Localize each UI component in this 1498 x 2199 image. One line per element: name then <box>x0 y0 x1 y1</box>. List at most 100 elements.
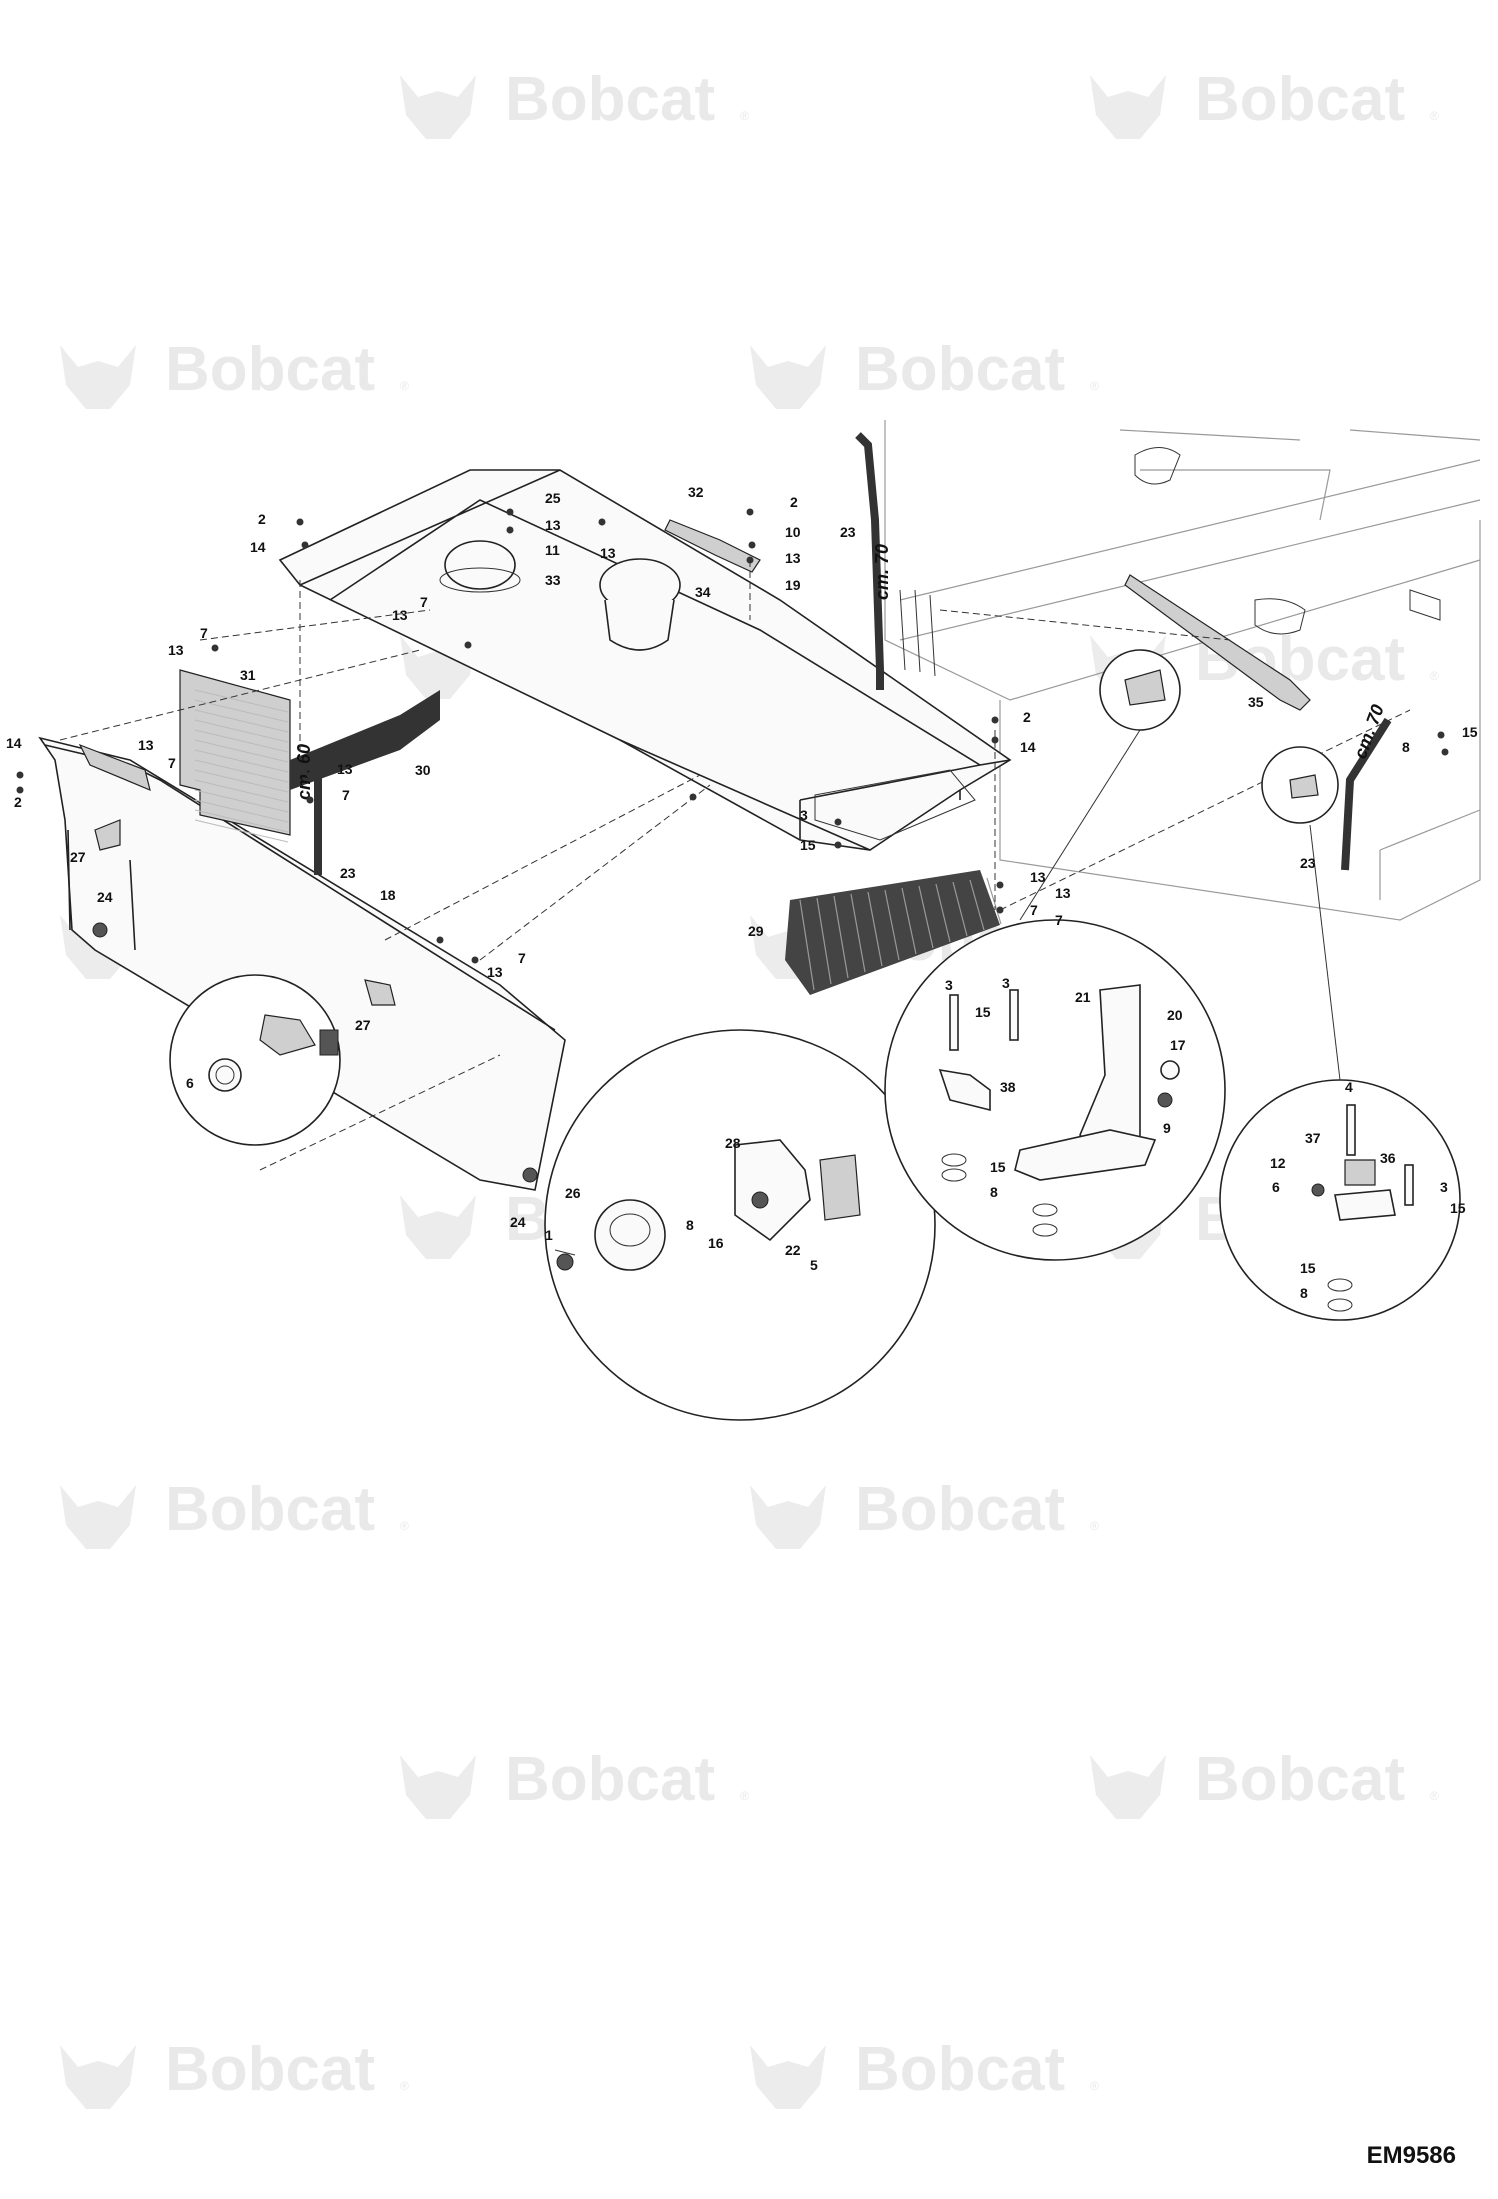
watermark-text: Bobcat <box>505 1745 715 1814</box>
watermark-logo: Bobcat ® <box>60 2035 409 2109</box>
bolt-icon <box>746 508 754 516</box>
rod-23-top-right: cm. 70 <box>855 432 892 690</box>
bolt-icon <box>16 771 24 779</box>
part-callout: 8 <box>1300 1285 1308 1301</box>
part-callout: 10 <box>785 524 801 540</box>
part-callout: 2 <box>790 494 798 510</box>
part-callout: 15 <box>990 1159 1006 1175</box>
bolt-icon <box>689 793 697 801</box>
part-callout: 26 <box>565 1185 581 1201</box>
part-callout: 14 <box>1020 739 1036 755</box>
svg-text:®: ® <box>740 1789 749 1803</box>
part-callout: 13 <box>785 550 801 566</box>
bolt-icon <box>996 906 1004 914</box>
part-callout: 15 <box>800 837 816 853</box>
watermark-text: Bobcat <box>1195 65 1405 134</box>
leader-detail-2 <box>1309 824 1341 1081</box>
part-callout: 3 <box>945 977 953 993</box>
part-callout: 37 <box>1305 1130 1321 1146</box>
bolt-icon <box>748 541 756 549</box>
knob-24-right <box>522 1167 538 1183</box>
knob-24-left <box>92 922 108 938</box>
part-callout: 12 <box>1270 1155 1286 1171</box>
watermark-text: Bobcat <box>165 2035 375 2104</box>
hinge-27-left <box>94 819 121 851</box>
svg-text:®: ® <box>400 2079 409 2093</box>
part-callout: 9 <box>1163 1120 1171 1136</box>
watermark-logo: Bobcat® <box>60 1475 409 1549</box>
part-callout: 7 <box>168 755 176 771</box>
bolt-icon <box>211 644 219 652</box>
part-callout: 3 <box>800 807 808 823</box>
bolt-icon <box>301 541 309 549</box>
part-callout: 3 <box>1440 1179 1448 1195</box>
part-callout: 22 <box>785 1242 801 1258</box>
detail-latch-small <box>169 974 341 1146</box>
part-callout: 16 <box>708 1235 724 1251</box>
part-callout: 13 <box>1030 869 1046 885</box>
part-callout: 11 <box>545 542 560 558</box>
bolt-icon <box>306 796 314 804</box>
bolt-icon <box>296 518 304 526</box>
part-callout: 8 <box>1402 739 1410 755</box>
svg-text:®: ® <box>1090 1519 1099 1533</box>
watermark-text: Bobcat <box>1195 1745 1405 1814</box>
watermark-logo: Bobcat ® <box>400 1745 749 1819</box>
watermark-text: Bobcat <box>855 335 1065 404</box>
part-callout: 7 <box>1030 902 1038 918</box>
part-callout: 13 <box>138 737 154 753</box>
grille-29-lines <box>799 877 1002 991</box>
bracket-32 <box>664 519 761 573</box>
part-callout: 13 <box>392 607 408 623</box>
bolt-icon <box>306 771 314 779</box>
bolt-icon <box>1441 748 1449 756</box>
part-callout: 15 <box>975 1004 991 1020</box>
watermark-text: Bobcat <box>505 65 715 134</box>
part-callout: 30 <box>415 762 431 778</box>
rod-35 <box>1124 574 1311 711</box>
part-callout: 15 <box>1462 724 1478 740</box>
svg-text:®: ® <box>400 1519 409 1533</box>
part-callout: 14 <box>6 735 22 751</box>
svg-text:®: ® <box>1090 2079 1099 2093</box>
part-callout: 4 <box>1345 1079 1353 1095</box>
part-callout: 13 <box>545 517 561 533</box>
watermark-logo: Bobcat ® <box>400 65 749 139</box>
part-callout: 13 <box>600 545 616 561</box>
part-callout: 21 <box>1075 989 1091 1005</box>
detail-bracket-36 <box>1219 1079 1461 1321</box>
part-callout: 13 <box>168 642 184 658</box>
alignment-lines <box>59 560 1411 1171</box>
bolt-icon <box>464 641 472 649</box>
svg-text:®: ® <box>1430 109 1439 123</box>
part-callout: 20 <box>1167 1007 1183 1023</box>
leader-detail-1 <box>1019 729 1141 921</box>
part-callout: 1 <box>545 1227 553 1243</box>
bolt-icon <box>1437 731 1445 739</box>
part-callout: 25 <box>545 490 561 506</box>
bolt-icon <box>834 841 842 849</box>
part-callout: 13 <box>487 964 503 980</box>
bolt-icon <box>506 508 514 516</box>
svg-text:®: ® <box>740 109 749 123</box>
bolt-icon <box>598 518 606 526</box>
bolt-icon <box>436 936 444 944</box>
part-callout: 23 <box>340 865 356 881</box>
grille-30 <box>290 690 440 790</box>
part-callout: 35 <box>1248 694 1264 710</box>
watermark-logo: Bobcat® <box>750 2035 1099 2109</box>
watermark-logo: Bobcat ® <box>1090 65 1439 139</box>
machine-background <box>884 420 1481 921</box>
rod-23-left: cm. 60 <box>294 744 322 875</box>
part-callout: 24 <box>97 889 113 905</box>
part-callout: 13 <box>1055 885 1071 901</box>
part-callout: 32 <box>688 484 704 500</box>
svg-text:®: ® <box>400 379 409 393</box>
diagram-code: EM9586 <box>1366 2142 1456 2169</box>
part-callout: 33 <box>545 572 561 588</box>
detail-bracket-20 <box>884 919 1226 1261</box>
watermark-text: Bobcat <box>855 1475 1065 1544</box>
